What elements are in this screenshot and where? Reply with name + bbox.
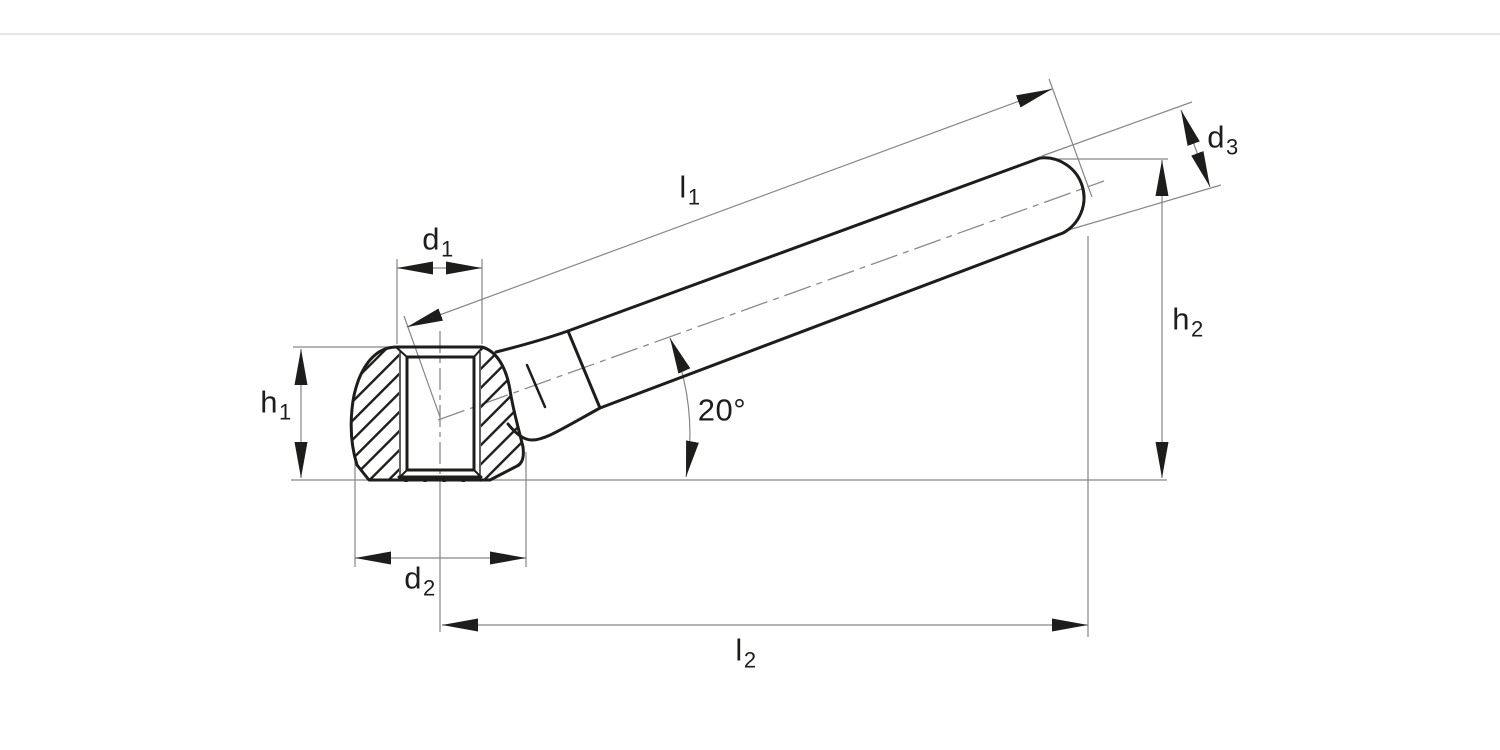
dim-label-d2: d2 [404, 560, 436, 600]
l1-dimension-line [406, 88, 1053, 328]
dim-label-d3: d3 [1207, 119, 1239, 159]
hole-bottom-chamfer-left [399, 469, 408, 478]
dim-label-h2: h2 [1172, 301, 1204, 341]
neck-cone-edge [525, 363, 547, 409]
d3-extension-top [1041, 101, 1193, 157]
l1-extension-end [1048, 78, 1093, 198]
dimension-lines [291, 78, 1222, 637]
l2-sub: 2 [743, 647, 757, 673]
dim-label-l1: l1 [679, 169, 700, 209]
d3-sub: 3 [1226, 134, 1239, 160]
handle-axis-centerline [437, 180, 1105, 421]
h2-base: h [1172, 301, 1190, 337]
hole-top-chamfer-left [396, 347, 408, 358]
ball-head-outline [349, 345, 525, 482]
l1-sub: 1 [687, 184, 701, 210]
handle-junction-edge [566, 329, 602, 410]
d2-base: d [404, 560, 422, 596]
h1-sub: 1 [279, 399, 292, 425]
dim-label-angle: 20° [698, 395, 746, 426]
l1-base: l [679, 169, 687, 205]
l1-extension-head [403, 315, 441, 418]
handle-outline [494, 156, 1086, 442]
h2-sub: 2 [1191, 316, 1204, 342]
d3-base: d [1207, 119, 1225, 155]
thread-bore [405, 355, 476, 472]
d1-base: d [422, 221, 440, 257]
dim-label-l2: l2 [735, 632, 756, 672]
lever-outlines [349, 156, 1086, 482]
hole-top-chamfer-right [473, 347, 483, 358]
dim-label-d1: d1 [422, 221, 454, 261]
d3-extension-bottom [1064, 184, 1222, 232]
centerlines [437, 180, 1105, 482]
head-section-hatching [351, 347, 524, 482]
l2-base: l [735, 632, 743, 668]
d3-dimension-line [1180, 109, 1211, 188]
hatch-fill [351, 347, 524, 482]
h1-base: h [260, 384, 278, 420]
hole-bottom-chamfer-right [473, 469, 482, 478]
angle-arc [669, 337, 699, 478]
angle-text: 20° [697, 392, 747, 428]
d2-sub: 2 [423, 575, 436, 601]
top-divider-line [0, 33, 1500, 35]
dim-label-h1: h1 [260, 384, 292, 424]
d1-sub: 1 [441, 236, 454, 262]
